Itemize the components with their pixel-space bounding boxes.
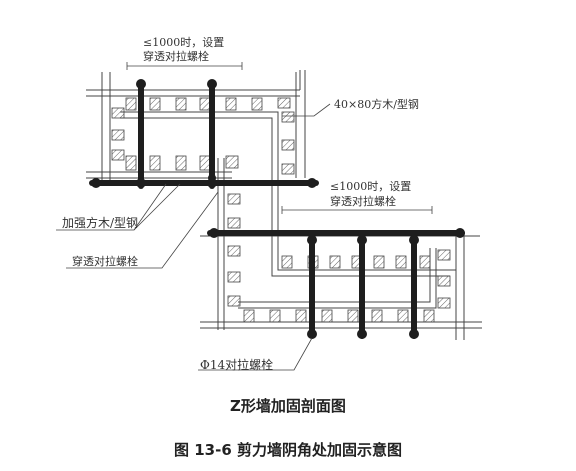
figure-caption: 图 13-6 剪力墙阴角处加固示意图 [174, 441, 402, 459]
leader-lines [56, 103, 331, 371]
label-through-bolt: 穿透对拉螺栓 [72, 255, 138, 268]
label-spacing-top-line2: 穿透对拉螺栓 [143, 50, 209, 63]
dimension-lines [126, 62, 433, 214]
label-spacing-right-line2: 穿透对拉螺栓 [330, 195, 396, 208]
label-spacing-right-line1: ≤1000时，设置 [330, 180, 412, 193]
upper-wall-outline [86, 70, 306, 186]
label-spacing-top-line1: ≤1000时，设置 [143, 36, 225, 49]
bolt-nuts [91, 79, 465, 339]
label-phi14-bolt: Φ14对拉螺栓 [200, 358, 274, 372]
drawing-subtitle: Z形墙加固剖面图 [230, 397, 346, 415]
timber-blocks [111, 97, 451, 323]
label-reinforce-timber: 加强方木/型钢 [62, 216, 139, 230]
tie-bolts [89, 81, 465, 339]
label-timber-steel: 40×80方木/型钢 [334, 98, 419, 111]
